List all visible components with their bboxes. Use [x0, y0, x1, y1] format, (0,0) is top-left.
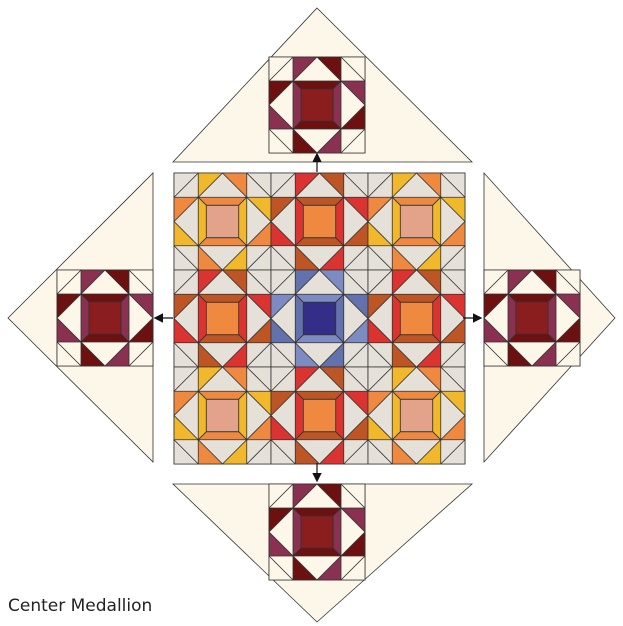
center-square	[206, 302, 238, 334]
caption: Center Medallion	[8, 596, 152, 616]
center-square	[400, 399, 432, 431]
center-frame	[295, 197, 303, 246]
center-frame	[295, 294, 303, 343]
center-square	[303, 205, 335, 237]
center-frame	[198, 391, 206, 440]
center-square	[516, 302, 548, 334]
edge-block	[368, 270, 465, 367]
center-frame	[198, 294, 206, 343]
center-square	[206, 205, 238, 237]
center-frame	[392, 391, 400, 440]
edge-block	[271, 173, 368, 270]
center-grid	[174, 173, 465, 464]
side-unit-right	[484, 270, 580, 366]
center-frame	[295, 391, 303, 440]
center-frame	[508, 294, 516, 342]
side-unit-bottom	[269, 484, 365, 580]
center-frame	[392, 197, 400, 246]
corner-block	[174, 173, 271, 270]
center-frame	[81, 294, 89, 342]
center-square	[206, 399, 238, 431]
center-square	[400, 302, 432, 334]
edge-block	[271, 367, 368, 464]
corner-block	[368, 367, 465, 464]
edge-block	[174, 270, 271, 367]
corner-block	[174, 367, 271, 464]
center-frame	[293, 81, 301, 129]
center-square	[89, 302, 121, 334]
center-frame	[198, 197, 206, 246]
side-unit-top	[269, 57, 365, 153]
center-square	[301, 516, 333, 548]
center-frame	[293, 508, 301, 556]
center-frame	[392, 294, 400, 343]
corner-block	[368, 173, 465, 270]
center-square	[303, 302, 335, 334]
center-square	[303, 399, 335, 431]
center-square	[400, 205, 432, 237]
side-unit-left	[57, 270, 153, 366]
center-square	[301, 89, 333, 121]
middle-block	[271, 270, 368, 367]
